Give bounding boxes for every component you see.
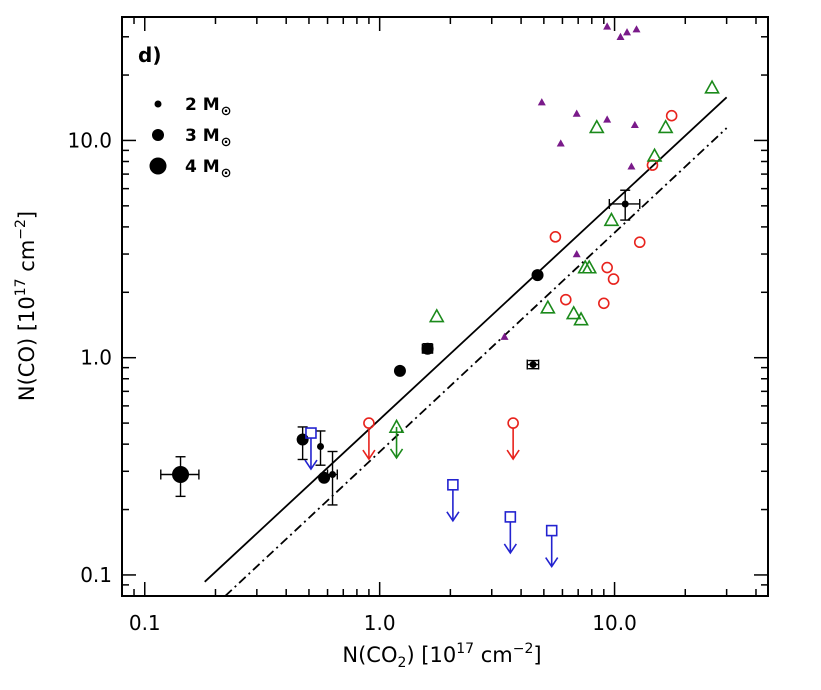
blue-upper-limit-arrow-head — [304, 459, 318, 471]
blue-upper-limit-arrow-head — [503, 543, 518, 555]
purple-triangle-point — [623, 28, 632, 36]
green-triangle-point — [581, 259, 598, 274]
plot-frame — [121, 16, 769, 597]
black-data-point — [318, 471, 331, 484]
black-data-point — [296, 433, 309, 446]
legend-marker-small — [154, 100, 162, 108]
blue-square-point — [504, 511, 517, 523]
black-data-point — [421, 342, 434, 355]
legend-entry-label: 2 M⊙ — [185, 95, 232, 119]
x-axis-title-sub: 2 — [398, 655, 407, 671]
plot-border — [121, 16, 769, 597]
purple-triangle-point — [632, 25, 641, 33]
legend-marker-medium — [152, 129, 164, 141]
purple-triangle-point — [603, 115, 612, 123]
black-data-point — [531, 269, 544, 282]
purple-triangle-point — [572, 109, 581, 117]
green-triangle-point — [603, 211, 620, 227]
x-axis-title-unit-exp: −2 — [513, 641, 534, 657]
green-triangle-point — [646, 147, 663, 162]
red-circle-point — [607, 273, 620, 285]
blue-upper-limit-arrow-head — [545, 557, 559, 569]
black-data-point — [393, 364, 406, 377]
red-upper-limit-point — [507, 417, 519, 429]
y-tick-label: 10.0 — [67, 128, 112, 152]
red-circle-point — [549, 231, 562, 243]
green-triangle-point — [657, 119, 674, 134]
y-axis-title-unit: cm — [15, 240, 39, 279]
x-axis-title-exp: 17 — [456, 641, 474, 657]
red-circle-point — [559, 293, 572, 306]
y-tick-label: 0.1 — [80, 563, 112, 587]
red-circle-point — [598, 297, 610, 310]
x-tick-label: 0.1 — [129, 611, 161, 635]
purple-triangle-point — [537, 98, 546, 106]
y-axis-title: N(CO) [1017 cm−2] — [13, 211, 39, 401]
x-axis-title-unit: cm — [474, 643, 513, 667]
purple-triangle-point — [616, 32, 625, 40]
black-data-point — [529, 361, 537, 369]
black-data-point — [172, 465, 190, 483]
fit-line-dashdot — [224, 127, 728, 597]
green-triangle-point — [704, 79, 720, 94]
x-axis-title-close: ) [10 — [406, 643, 456, 667]
purple-triangle-point — [556, 139, 565, 147]
red-circle-point — [601, 261, 613, 274]
green-upper-limit-arrow-head — [389, 448, 404, 460]
legend: 2 M⊙ 3 M⊙ 4 M⊙ — [149, 95, 232, 181]
red-circle-point — [646, 159, 659, 171]
purple-triangle-point — [630, 120, 639, 129]
purple-triangle-point — [572, 250, 581, 258]
blue-square-point — [447, 478, 459, 491]
y-axis-title-end: ] — [15, 211, 39, 219]
fit-line-solid — [204, 96, 728, 583]
black-data-point — [317, 443, 325, 451]
red-circle-point — [633, 236, 646, 249]
axis-labels: d) N(CO2) [1017 cm−2] N(CO) [1017 cm−2] … — [13, 43, 637, 671]
y-axis-title-unit-exp: −2 — [13, 219, 29, 240]
green-triangle-point — [573, 311, 589, 326]
green-triangle-point — [588, 119, 605, 134]
green-triangle-point — [428, 308, 445, 323]
blue-square-point — [545, 524, 558, 537]
red-circle-point — [665, 109, 678, 122]
y-tick-label: 1.0 — [80, 346, 112, 370]
red-upper-limit-arrow-head — [506, 449, 520, 461]
x-axis-title-end: ] — [533, 643, 541, 667]
purple-triangle-point — [603, 22, 612, 30]
legend-entry-label: 3 M⊙ — [185, 126, 232, 150]
blue-upper-limit-arrow-head — [446, 511, 460, 523]
x-axis-title: N(CO2) [1017 cm−2] — [342, 641, 541, 671]
y-axis-title-exp: 17 — [13, 278, 29, 296]
panel-label: d) — [138, 43, 161, 67]
black-data-point — [329, 470, 337, 478]
red-upper-limit-point — [363, 417, 375, 429]
x-tick-label: 1.0 — [364, 611, 396, 635]
red-upper-limit-arrow-head — [362, 449, 376, 461]
black-data-point — [621, 200, 629, 208]
green-triangle-point — [565, 305, 582, 320]
x-axis-title-base: N(CO — [342, 643, 397, 667]
purple-triangle-point — [500, 332, 509, 340]
y-axis-title-base: N(CO) [10 — [15, 296, 39, 401]
legend-entry-label: 4 M⊙ — [185, 157, 232, 181]
x-tick-label: 10.0 — [592, 611, 637, 635]
data-marks — [160, 22, 720, 569]
green-triangle-point — [539, 299, 556, 314]
fit-lines — [204, 96, 728, 597]
purple-triangle-point — [627, 162, 636, 170]
legend-marker-large — [149, 157, 167, 175]
